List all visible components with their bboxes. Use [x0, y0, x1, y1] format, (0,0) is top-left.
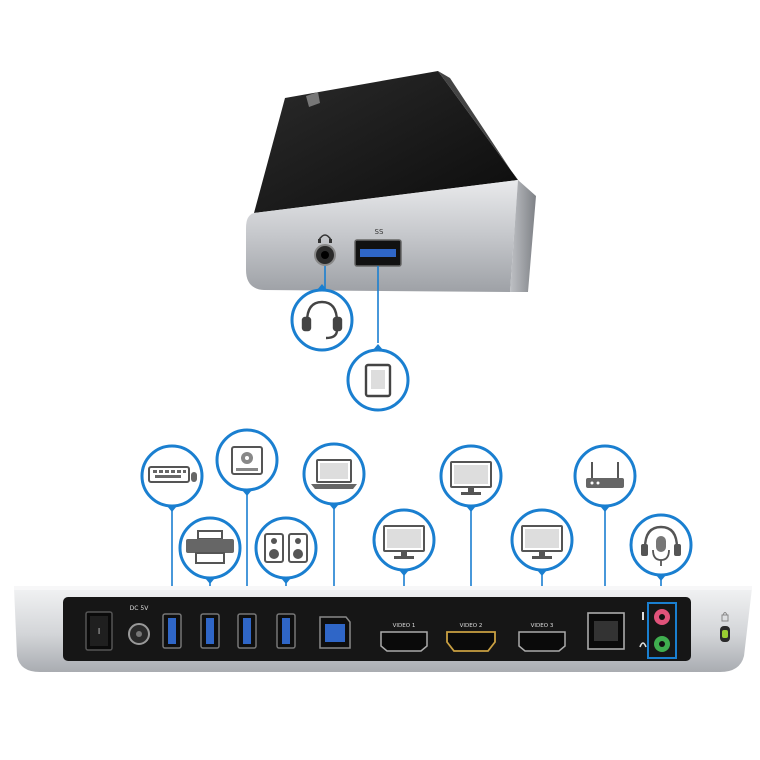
laptop-callout [302, 442, 366, 510]
monitor-callout-2 [439, 444, 503, 512]
laptop-icon [311, 459, 357, 489]
mic-jack[interactable] [654, 609, 670, 625]
video-port-2-label: VIDEO 2 [460, 623, 483, 629]
security-lock-slot[interactable] [720, 626, 730, 642]
usb-port-3[interactable] [237, 613, 257, 649]
monitor-callout-1 [372, 508, 436, 576]
usb-port-1[interactable] [162, 613, 182, 649]
svg-text:I: I [98, 627, 100, 636]
headset-mic-icon [641, 525, 681, 566]
ethernet-port[interactable] [587, 612, 625, 650]
printer-callout [178, 516, 242, 584]
printer-icon [186, 530, 234, 564]
headset-callout [290, 284, 354, 352]
front-usb-symbol: SS [375, 228, 384, 236]
headset-mic-callout [629, 513, 693, 581]
usb-port-4[interactable] [276, 613, 296, 649]
front-callout-lines [324, 266, 379, 343]
video-port-2-hdmi[interactable]: VIDEO 2 [446, 623, 496, 652]
monitor-icon [383, 525, 425, 559]
rear-usb-ports [162, 613, 296, 649]
usb-b-host-port[interactable] [319, 616, 351, 649]
hard-drive-icon [231, 446, 263, 475]
audio-out-jack[interactable] [654, 636, 670, 652]
keyboard-callout [140, 444, 204, 512]
video-port-1-label: VIDEO 1 [393, 623, 416, 629]
hard-drive-callout [215, 428, 279, 496]
power-switch[interactable]: I [85, 611, 113, 651]
audio-jack-group [647, 602, 677, 659]
dock-top-surface [254, 71, 518, 213]
speakers-icon [264, 533, 308, 563]
front-headphone-glyph-icon [318, 234, 332, 241]
brand-logo [306, 92, 320, 107]
usb-port-2[interactable] [200, 613, 220, 649]
tablet-icon [364, 363, 392, 398]
lock-glyph-icon [721, 612, 729, 622]
dock-front-view: SS [246, 71, 536, 292]
power-label: DC 5V [130, 605, 150, 612]
dock-front-face [246, 180, 518, 292]
speakers-callout [254, 516, 318, 584]
dc-power-jack[interactable]: DC 5V [128, 605, 150, 645]
headphone-glyph-icon [639, 642, 647, 648]
monitor-callout-3 [510, 508, 574, 576]
router-icon [586, 462, 624, 488]
dock-rear-view: I DC 5V [14, 586, 752, 672]
video-port-3[interactable]: VIDEO 3 [518, 623, 566, 652]
monitor-icon [521, 525, 563, 559]
router-callout [573, 444, 637, 512]
monitor-icon [450, 461, 492, 495]
headset-icon [301, 300, 343, 340]
tablet-callout [346, 344, 410, 412]
video-port-3-label: VIDEO 3 [531, 623, 554, 629]
video-port-1[interactable]: VIDEO 1 [380, 623, 428, 652]
keyboard-icon [148, 466, 197, 483]
